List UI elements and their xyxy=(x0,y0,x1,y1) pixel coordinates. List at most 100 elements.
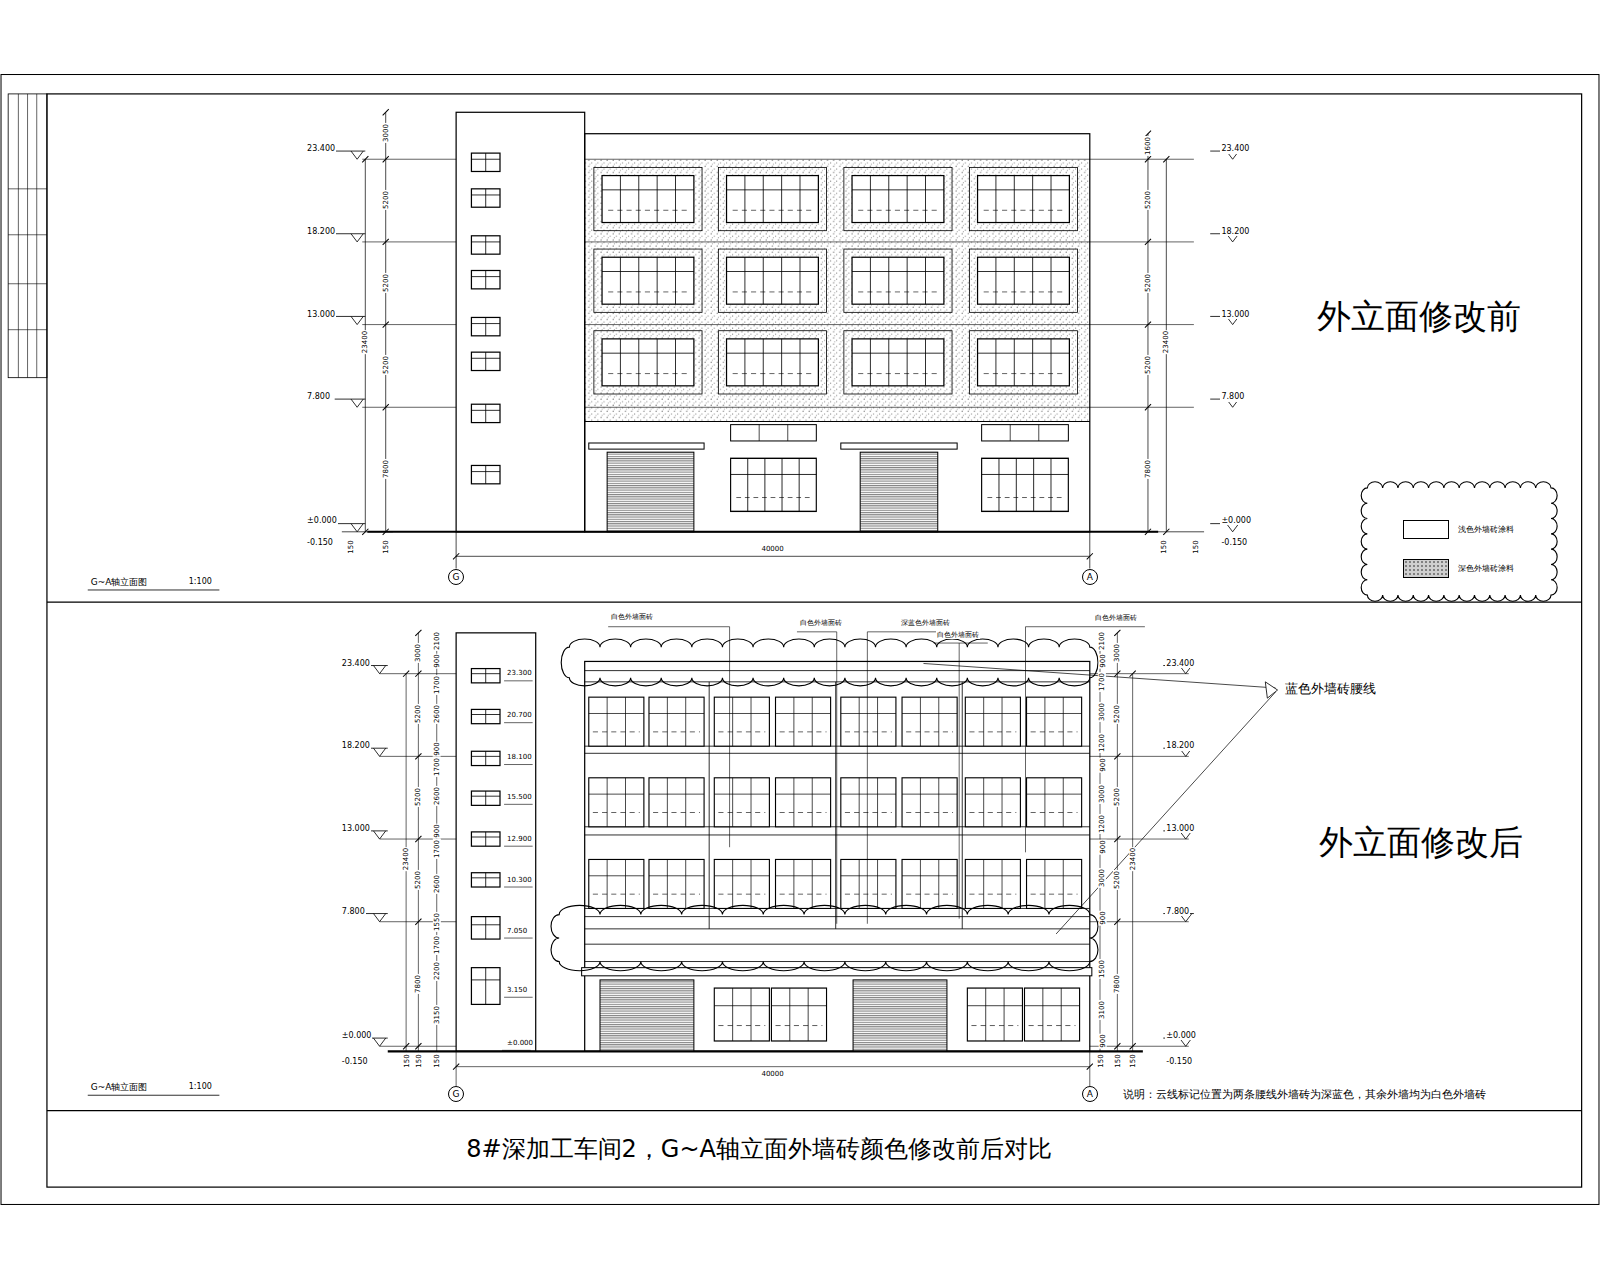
legend-text: 深色外墙砖涂料 xyxy=(1457,564,1515,573)
dimension-text: 1550 xyxy=(433,913,441,933)
annotation-text: 7.800 xyxy=(306,392,331,401)
dimension-text: 3000 xyxy=(1098,702,1106,722)
view-heading: 外立面修改前 xyxy=(1316,297,1522,336)
dimension-text: 150 xyxy=(415,1054,423,1069)
annotation-text: 3.150 xyxy=(506,986,528,994)
dimension-text: 150 xyxy=(1114,1054,1122,1069)
axis-circle: A xyxy=(1082,569,1098,585)
dimension-text: 5200 xyxy=(1113,787,1121,807)
dimension-text: 5200 xyxy=(1144,190,1152,210)
legend-text: 浅色外墙砖涂料 xyxy=(1457,525,1515,534)
annotation-text: ±0.000 xyxy=(306,516,338,525)
dimension-text: 150 xyxy=(402,1054,410,1069)
dimension-text: 7800 xyxy=(1113,974,1121,994)
dimension-text: 1500 xyxy=(1098,959,1106,979)
annotation-text: 深蓝色外墙面砖 xyxy=(900,619,951,627)
dimension-text: 5200 xyxy=(1144,355,1152,375)
dimension-text: 150 xyxy=(1129,1054,1137,1069)
annotation-text: 10.300 xyxy=(506,876,533,884)
view-heading: 外立面修改后 xyxy=(1318,823,1524,862)
annotation-text: 18.200 xyxy=(341,741,371,750)
dimension-text: 150 xyxy=(382,539,390,554)
dimension-text: 5200 xyxy=(1113,704,1121,724)
dimension-text: 5200 xyxy=(382,190,390,210)
dimension-text: 3000 xyxy=(414,643,422,663)
annotation-text: 白色外墙面砖 xyxy=(1094,614,1138,622)
annotation-text: 12.900 xyxy=(506,835,533,843)
annotation-text: 白色外墙面砖 xyxy=(799,619,843,627)
dimension-text: 3000 xyxy=(1098,784,1106,804)
annotation-text: 23.400 xyxy=(306,144,336,153)
annotation-text: 说明：云线标记位置为两条腰线外墙砖为深蓝色，其余外墙均为白色外墙砖 xyxy=(1122,1088,1487,1100)
axis-circle: G xyxy=(448,1086,464,1102)
axis-label: G xyxy=(452,1089,461,1099)
annotation-text: 7.800 xyxy=(1165,907,1190,916)
annotation-text: 20.700 xyxy=(506,711,533,719)
dimension-text: 5200 xyxy=(382,355,390,375)
dimension-text: 2600 xyxy=(433,704,441,724)
dimension-text: 5200 xyxy=(1113,870,1121,890)
annotation-text: ±0.000 xyxy=(1165,1031,1197,1040)
annotation-text: 7.050 xyxy=(506,927,528,935)
annotation-text: ±0.000 xyxy=(341,1031,373,1040)
annotation-text: ±0.000 xyxy=(506,1039,534,1047)
dimension-text: 1200 xyxy=(1098,815,1106,835)
annotation-text: 18.200 xyxy=(1165,741,1195,750)
dimension-text: 900 xyxy=(1098,839,1106,854)
annotation-text: 23.400 xyxy=(1165,659,1195,668)
dimension-text: 900 xyxy=(433,654,441,669)
axis-label: G xyxy=(452,572,461,582)
dimension-text: 900 xyxy=(1098,1033,1106,1048)
dimension-text: 7800 xyxy=(1144,459,1152,479)
dimension-text: 23400 xyxy=(402,847,410,871)
dimension-text: 1200 xyxy=(1098,733,1106,753)
annotation-text: G~A轴立面图 xyxy=(90,577,149,587)
annotation-text: 7.800 xyxy=(341,907,366,916)
annotation-text: -0.150 xyxy=(1165,1057,1193,1066)
annotation-text: 23.400 xyxy=(1220,144,1250,153)
annotation-text: 13.000 xyxy=(306,310,336,319)
dimension-text: 7800 xyxy=(414,974,422,994)
annotation-text: 15.500 xyxy=(506,793,533,801)
annotation-text: 13.000 xyxy=(341,824,371,833)
annotation-text: ±0.000 xyxy=(1220,516,1252,525)
legend-swatch xyxy=(1403,559,1449,577)
dimension-text: 23400 xyxy=(1129,847,1137,871)
dimension-text: 5200 xyxy=(414,787,422,807)
dimension-text: 150 xyxy=(433,1054,441,1069)
axis-circle: G xyxy=(448,569,464,585)
annotation-text: 40000 xyxy=(760,545,784,553)
annotation-text: 7.800 xyxy=(1220,392,1245,401)
annotation-text: 白色外墙面砖 xyxy=(610,613,654,621)
annotation-text: 13.000 xyxy=(1220,310,1250,319)
annotation-text: 1:100 xyxy=(188,1082,213,1091)
dimension-text: 3150 xyxy=(433,1005,441,1025)
dimension-text: 2200 xyxy=(433,962,441,982)
annotation-text: 白色外墙面砖 xyxy=(936,631,980,639)
annotation-text: 18.200 xyxy=(1220,227,1250,236)
dimension-text: 23400 xyxy=(1162,330,1170,354)
annotation-text: 13.000 xyxy=(1165,824,1195,833)
annotation-text: -0.150 xyxy=(341,1057,369,1066)
dimension-text: 1700 xyxy=(433,935,441,955)
dimension-text: 900 xyxy=(1098,654,1106,669)
annotation-text: 18.200 xyxy=(306,227,336,236)
dimension-text: 150 xyxy=(1192,539,1200,554)
dimension-text: 3000 xyxy=(1098,868,1106,888)
legend-swatch xyxy=(1403,520,1449,538)
dimension-text: 1700 xyxy=(433,675,441,695)
dimension-text: 3100 xyxy=(1098,1000,1106,1020)
sheet-title: 8#深加工车间2，G~A轴立面外墙砖颜色修改前后对比 xyxy=(465,1136,1053,1164)
dimension-text: 150 xyxy=(1159,539,1167,554)
annotation-text: -0.150 xyxy=(1220,538,1248,547)
axis-label: A xyxy=(1086,572,1094,582)
annotation-text: 23.300 xyxy=(506,669,533,677)
dimension-text: 5200 xyxy=(1144,273,1152,293)
dimension-text: 900 xyxy=(1098,911,1106,926)
dimension-text: 7800 xyxy=(382,459,390,479)
dimension-text: 2600 xyxy=(433,874,441,894)
annotation-text: 1:100 xyxy=(188,577,213,586)
dimension-text: 1700 xyxy=(1098,672,1106,692)
dimension-text: 1700 xyxy=(433,757,441,777)
